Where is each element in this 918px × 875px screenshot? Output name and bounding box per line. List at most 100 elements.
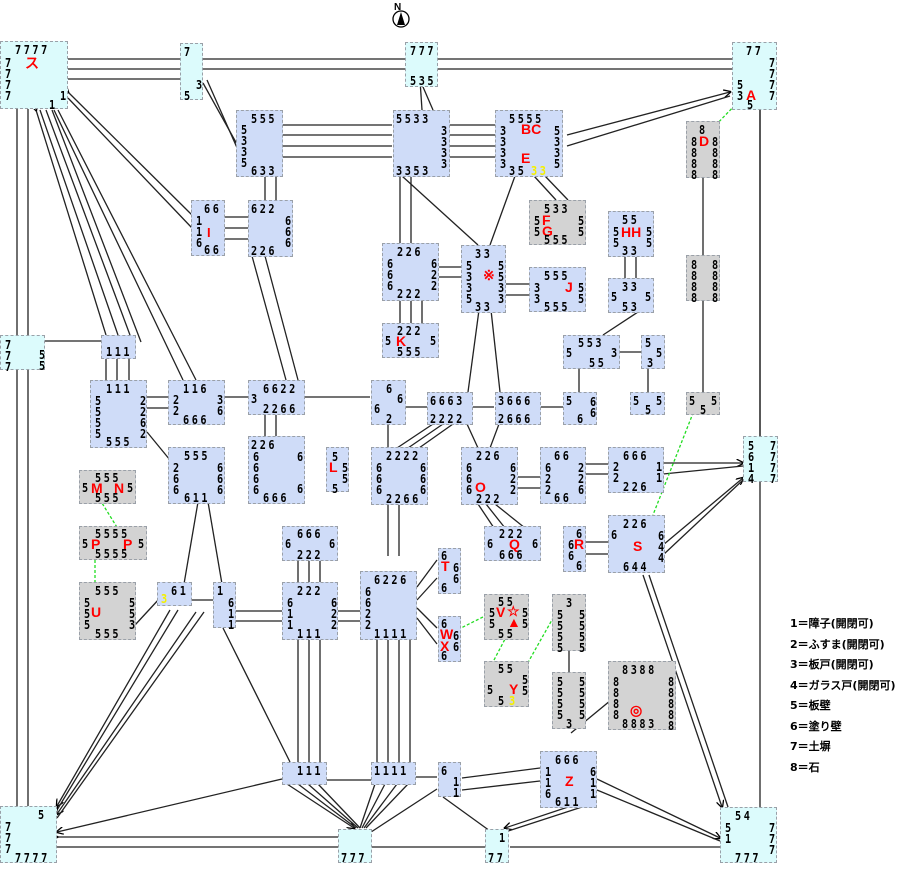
- room-s[interactable]: 226 6 S 644 644: [608, 515, 667, 573]
- wall-codes-right: 622: [328, 596, 341, 629]
- room-66-2[interactable]: 6 6 6 2: [371, 380, 406, 425]
- room-5-3[interactable]: 5 5 3: [641, 335, 665, 369]
- room-u[interactable]: 555 555 U 553 555: [79, 582, 138, 640]
- wall-codes-top: 666: [623, 449, 650, 463]
- wall-codes-right: 666: [417, 461, 430, 494]
- room-j[interactable]: 555 33 J 55 555: [529, 267, 588, 313]
- bottom-left-gate[interactable]: 5 777 7777: [0, 806, 57, 864]
- room-label: T: [441, 558, 450, 574]
- room-kome[interactable]: 33 5335 ※ 5533 33: [461, 245, 507, 313]
- wall-codes-bottom: 226: [251, 244, 278, 258]
- room-z[interactable]: 666 116 Z 611 611: [540, 751, 599, 808]
- room-label: D: [699, 133, 710, 149]
- room-wx[interactable]: 6 W X 66 6: [438, 616, 462, 663]
- room-label-x: X: [440, 638, 450, 654]
- room-3666[interactable]: 3666 2666: [495, 392, 541, 425]
- wall-codes-top: 6: [386, 382, 393, 396]
- wall-codes-left: 55: [610, 225, 623, 247]
- room-6-11[interactable]: 6 11: [438, 762, 462, 797]
- wall-codes-right: 5: [645, 290, 652, 304]
- wall-codes-top: 55: [498, 662, 516, 676]
- wall-codes-bottom: 6: [441, 649, 448, 663]
- room-226[interactable]: 226 666 622 222: [382, 243, 440, 301]
- room-222-611[interactable]: 222 611 622 111: [282, 582, 341, 640]
- bottom-gate-2[interactable]: 1 77: [485, 829, 509, 864]
- room-5-5[interactable]: 5 5 5: [630, 392, 665, 416]
- room-111-main[interactable]: 111 5555 2262 555: [90, 380, 149, 448]
- room-622[interactable]: 622 666 226: [248, 200, 294, 258]
- wall-codes-bottom-highlight: 33: [531, 164, 549, 178]
- room-2222[interactable]: 2222 666 666 2266: [371, 447, 430, 505]
- room-61[interactable]: 61 3: [157, 582, 192, 606]
- room-226-6666[interactable]: 226 6666 66 666: [248, 436, 306, 514]
- wall-codes-right: 1: [499, 831, 506, 845]
- room-1611[interactable]: 1 611: [213, 582, 237, 629]
- room-666[interactable]: 666 22 11 226: [608, 447, 666, 493]
- room-col-lower[interactable]: 5555 5555 3: [552, 672, 588, 731]
- wall-codes-right: 3: [196, 78, 203, 92]
- wall-codes-top: 6: [576, 527, 583, 541]
- top-gate-b[interactable]: 777 535: [405, 42, 438, 87]
- room-o[interactable]: 226 666 O 622 222: [461, 447, 519, 505]
- top-gate-a[interactable]: 7 3 5: [180, 43, 203, 102]
- room-target[interactable]: 8388 8888 ◎ 88888 8883: [608, 661, 677, 730]
- room-r[interactable]: 6 66 R 6: [563, 526, 586, 572]
- room-bottom-111[interactable]: 111: [282, 762, 327, 785]
- room-i[interactable]: 66 116 I 66: [191, 200, 225, 256]
- room-66[interactable]: 66 622 226 66: [540, 447, 587, 504]
- room-y[interactable]: 55 5 Y 55 5 3: [484, 661, 532, 707]
- room-6666[interactable]: 666 6 6 222: [282, 526, 338, 561]
- room-hh-lower[interactable]: 33 5 5 53: [608, 278, 654, 313]
- room-v[interactable]: 55 55 V ☆ ▲ 55 55: [484, 594, 531, 640]
- room-su[interactable]: 7777 ス 7777 1 1: [0, 41, 68, 111]
- right-gate[interactable]: 5614 7777: [743, 436, 779, 483]
- room-111-top[interactable]: 111: [101, 335, 136, 359]
- wall-codes-left: 611: [284, 596, 297, 629]
- room-k[interactable]: 222 5 K 5 555: [382, 323, 439, 358]
- room-l[interactable]: 55 L 55: [326, 447, 351, 514]
- wall-codes-bottom: 666: [499, 548, 526, 562]
- room-q[interactable]: 222 6 Q 6 666: [484, 526, 541, 561]
- room-5533[interactable]: 5533 3333 3353: [393, 110, 450, 177]
- room-553[interactable]: 553 5 3 55: [563, 335, 620, 369]
- wall-codes-top: 8: [699, 123, 706, 137]
- wall-codes-right: 11: [653, 460, 666, 482]
- wall-codes-top: 116: [183, 382, 210, 396]
- room-pp[interactable]: 5555 5 P P 5 5555: [79, 526, 147, 560]
- room-d[interactable]: 8 D 8888 8888: [686, 121, 721, 179]
- wall-codes-top: 6: [441, 617, 448, 631]
- room-col-3[interactable]: 3 5555 5555: [552, 594, 588, 652]
- room-t[interactable]: 6 T 66 6: [438, 548, 462, 594]
- room-label-p2: P: [123, 536, 133, 552]
- wall-codes-bottom: 535: [410, 74, 437, 88]
- bottom-gate[interactable]: 777: [338, 829, 372, 864]
- wall-codes-left: 666: [373, 461, 386, 494]
- room-5-5-gray[interactable]: 5 5 5: [686, 392, 720, 416]
- room-6622[interactable]: 3 6622 2266: [248, 380, 305, 415]
- wall-codes-right: 55: [519, 673, 532, 695]
- room-stone-mid[interactable]: 8888 8888: [686, 255, 721, 302]
- star-icon: ☆: [507, 603, 520, 619]
- room-6663[interactable]: 6663 2222: [427, 392, 473, 425]
- room-116[interactable]: 116 22 36 666: [168, 380, 226, 426]
- bottom-right-gate[interactable]: 54 51 777 777: [720, 807, 779, 864]
- wall-codes-left: 6: [374, 402, 381, 416]
- room-mn[interactable]: 555 5 M N 5 555: [79, 470, 136, 504]
- room-bottom-1111[interactable]: 1111: [371, 762, 416, 785]
- room-bc-e[interactable]: 5555 BC 3333 5335 E 35 33: [495, 110, 563, 177]
- legend-item-7: 7＝土塀: [790, 740, 831, 753]
- room-566[interactable]: 5 66 6: [563, 392, 599, 425]
- wall-codes-right: 55: [575, 281, 588, 303]
- wall-codes-bottom: 3: [566, 717, 573, 731]
- room-555-266[interactable]: 555 266 666 611: [168, 447, 226, 504]
- wall-codes-right: 55: [36, 348, 49, 370]
- left-gate[interactable]: 777 55: [0, 335, 49, 371]
- room-hh[interactable]: 55 55 HH 55 33: [608, 211, 655, 257]
- wall-codes-right: 777: [766, 821, 779, 854]
- wall-codes-left: 622: [542, 461, 555, 494]
- room-fg[interactable]: 533 55 F G 55 555: [529, 200, 587, 246]
- room-a[interactable]: 77 7777 53 A 5: [732, 42, 778, 111]
- room-6226[interactable]: 6226 6622 1111: [360, 571, 417, 640]
- room-555[interactable]: 555 5335 633: [236, 110, 283, 177]
